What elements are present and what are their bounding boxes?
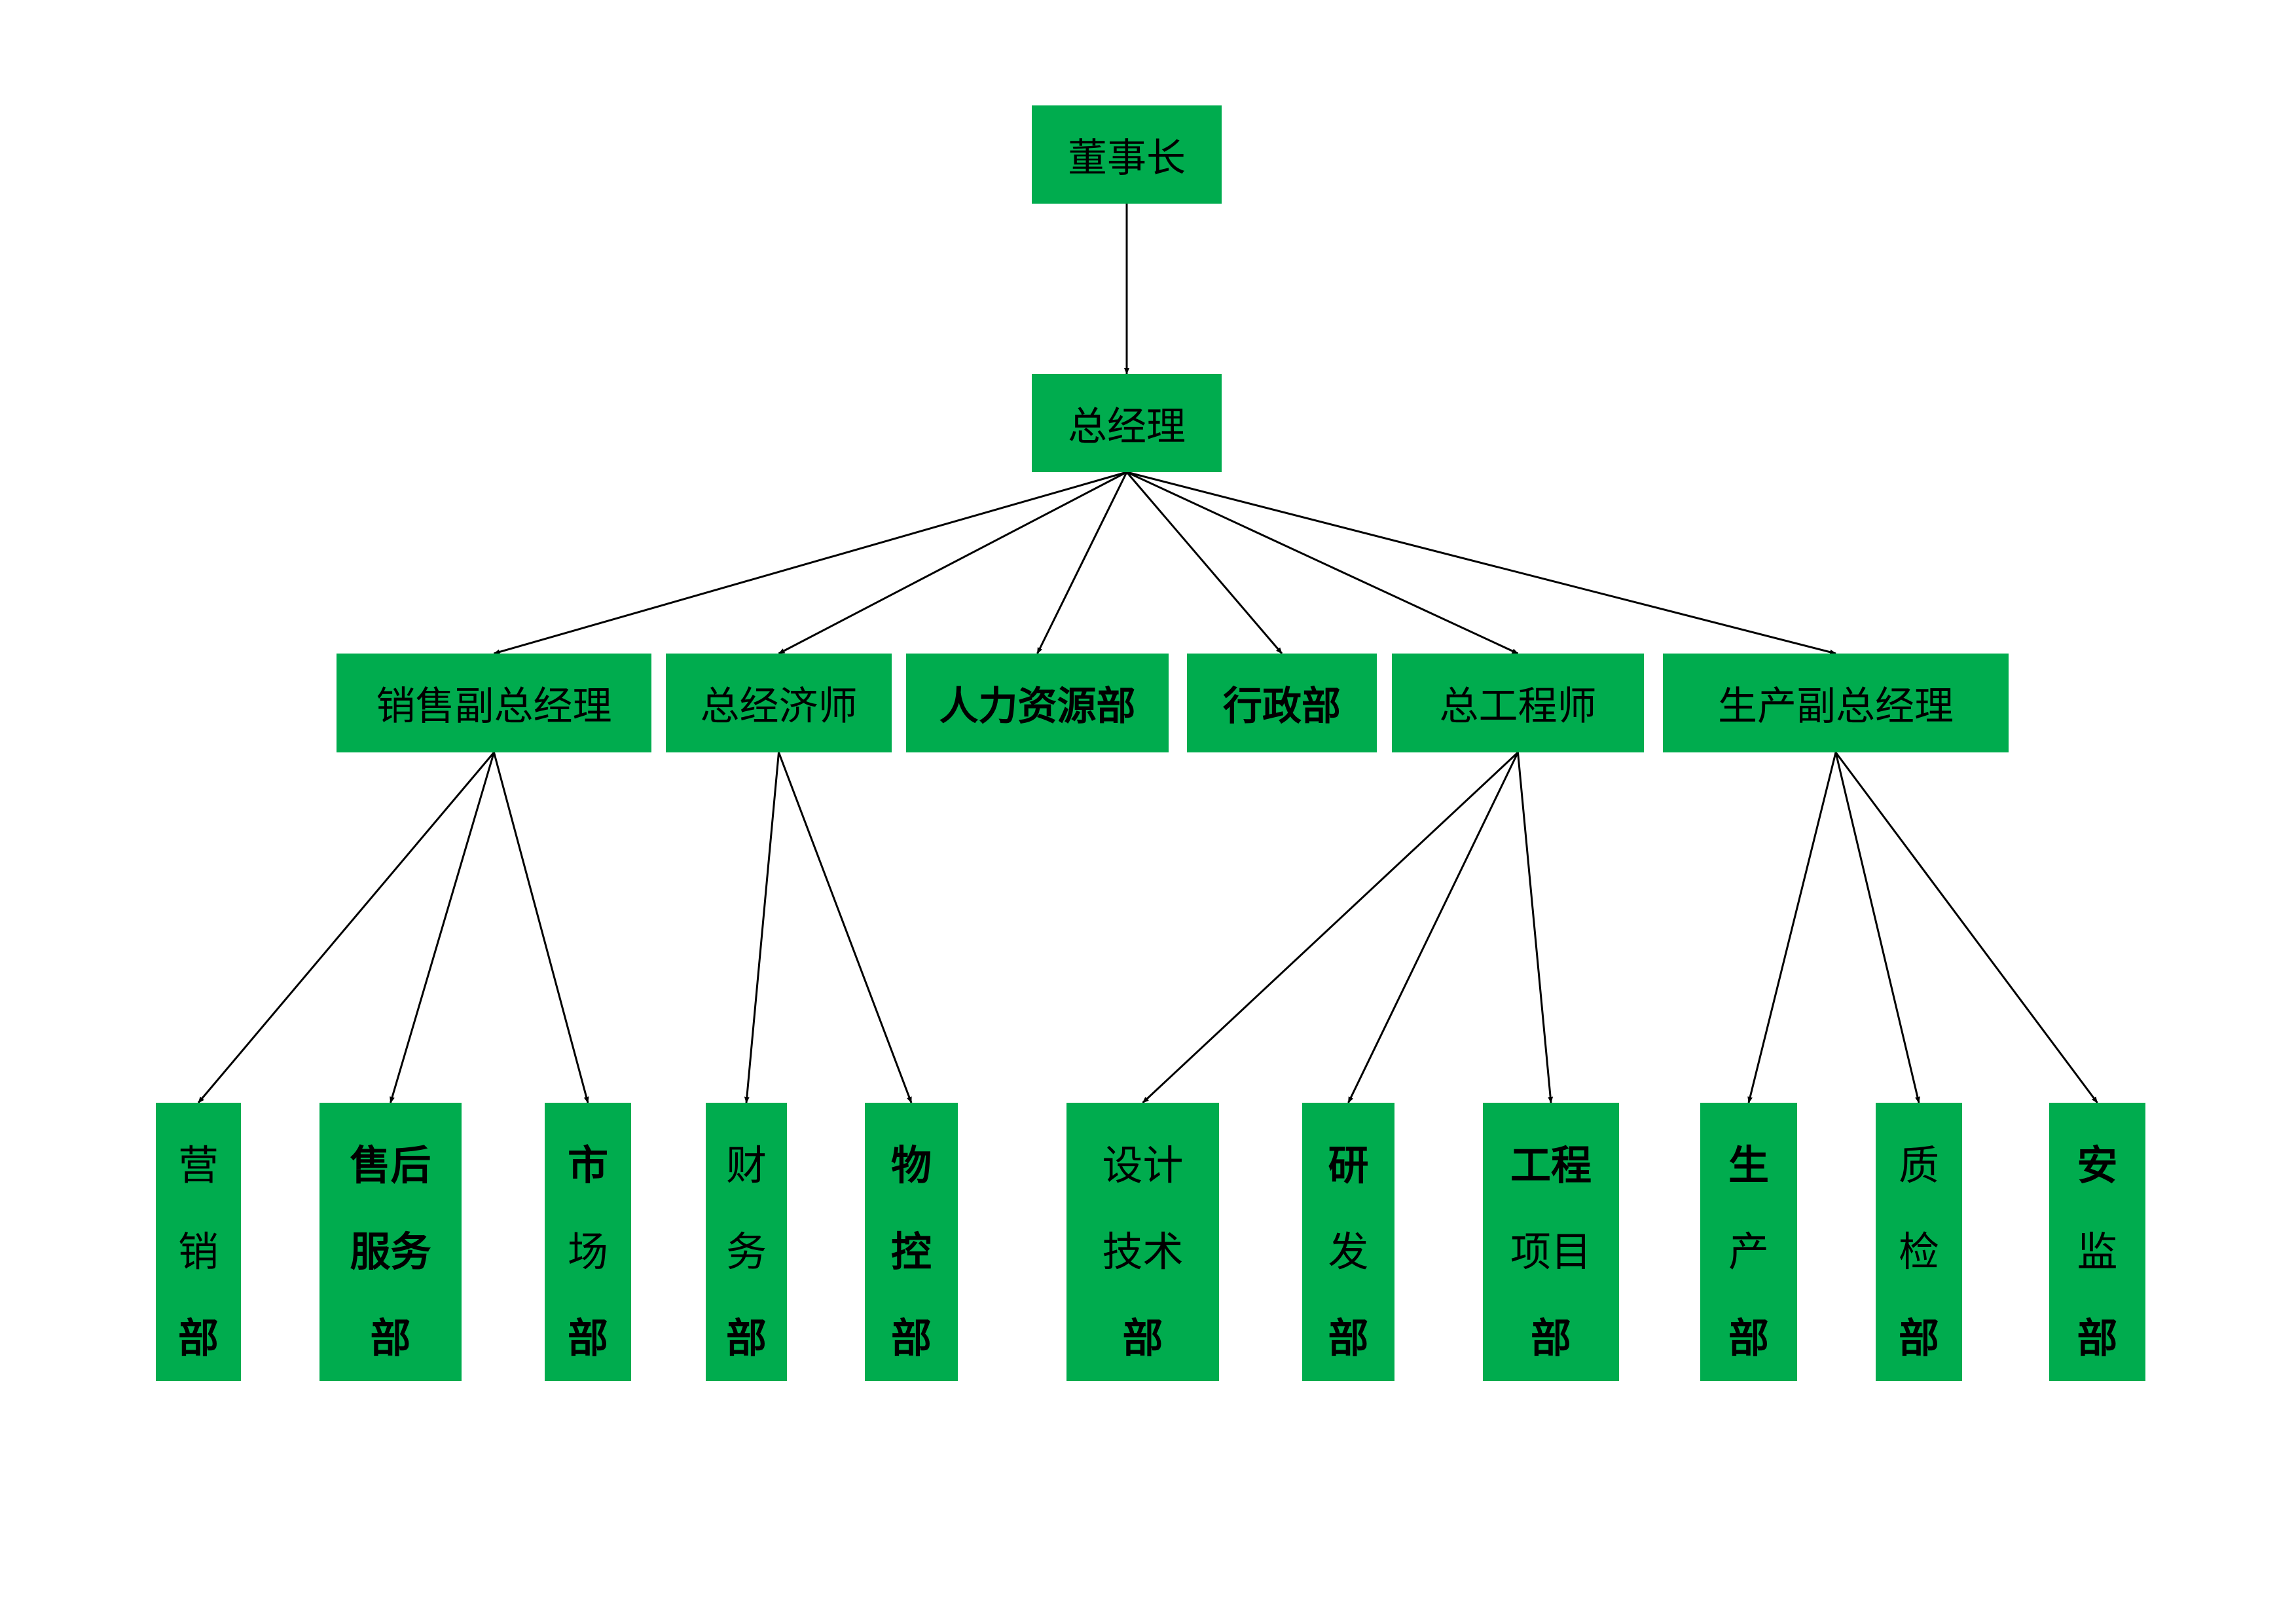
box-text-line: 市 (567, 1141, 608, 1189)
box-text-line: 设计 (1102, 1141, 1184, 1189)
hr-department-box: 人力资源部 (906, 654, 1169, 752)
box-text-line: 部 (1530, 1314, 1571, 1362)
finance-department-box: 财 务 部 (706, 1103, 787, 1381)
chairman-label: 董事长 (1068, 135, 1186, 181)
chief-engineer-box: 总工程师 (1392, 654, 1644, 752)
admin-department-box: 行政部 (1187, 654, 1377, 752)
hr-department-label: 人力资源部 (939, 684, 1136, 729)
general-manager-box: 总经理 (1032, 374, 1222, 472)
connector-arrow (1125, 471, 1283, 654)
connector-arrow (778, 471, 1127, 655)
chairman-box: 董事长 (1032, 105, 1222, 204)
box-text-line: 务 (725, 1228, 767, 1276)
chief-engineer-label: 总工程师 (1439, 684, 1597, 729)
box-text-line: 质 (1898, 1141, 1939, 1189)
box-text-line: 场 (567, 1228, 608, 1276)
connector-arrow (778, 752, 913, 1103)
box-text-line: 物 (890, 1141, 932, 1189)
connector-arrow (197, 752, 495, 1103)
box-text-line: 监 (2077, 1228, 2118, 1276)
production-department-box: 生 产 部 (1700, 1103, 1797, 1381)
connector-arrow (744, 752, 780, 1103)
material-control-department-box: 物 控 部 (865, 1103, 958, 1381)
box-text-line: 检 (1898, 1228, 1939, 1276)
engineering-projects-department-box: 工程 项目 部 (1483, 1103, 1619, 1381)
sales-vp-box: 销售副总经理 (337, 654, 651, 752)
rnd-department-box: 研 发 部 (1302, 1103, 1394, 1381)
connector-arrow (493, 752, 589, 1103)
box-text-line: 部 (890, 1314, 932, 1362)
box-text-line: 部 (1328, 1314, 1369, 1362)
connector-arrow (1747, 752, 1837, 1103)
connector-arrow (1347, 752, 1519, 1103)
box-text-line: 部 (177, 1314, 219, 1362)
connector-arrow (1126, 471, 1519, 655)
box-text-line: 技术 (1102, 1228, 1184, 1276)
connector-arrow (1517, 752, 1554, 1103)
box-text-line: 服务 (350, 1228, 431, 1276)
safety-supervision-department-box: 安 监 部 (2049, 1103, 2145, 1381)
connector-arrow (1036, 471, 1128, 654)
box-text-line: 部 (2077, 1314, 2118, 1362)
production-vp-label: 生产副总经理 (1718, 684, 1954, 729)
box-text-line: 销 (177, 1228, 219, 1276)
box-text-line: 部 (1898, 1314, 1939, 1362)
marketing-department-box: 营 销 部 (156, 1103, 241, 1381)
box-text-line: 安 (2077, 1141, 2118, 1189)
sales-vp-label: 销售副总经理 (376, 684, 612, 729)
chief-economist-label: 总经济师 (700, 684, 858, 729)
box-text-line: 研 (1328, 1141, 1369, 1189)
production-vp-box: 生产副总经理 (1663, 654, 2009, 752)
design-tech-department-box: 设计 技术 部 (1066, 1103, 1219, 1381)
connector-arrow (493, 471, 1127, 655)
box-text-line: 部 (567, 1314, 608, 1362)
box-text-line: 营 (177, 1141, 219, 1189)
box-text-line: 发 (1328, 1228, 1369, 1276)
box-text-line: 生 (1728, 1141, 1769, 1189)
box-text-line: 部 (1122, 1314, 1163, 1362)
connector-arrow (1142, 751, 1519, 1104)
admin-department-label: 行政部 (1223, 684, 1341, 729)
box-text-line: 部 (725, 1314, 767, 1362)
market-department-box: 市 场 部 (545, 1103, 631, 1381)
box-text-line: 工程 (1510, 1141, 1592, 1189)
connector-arrow (1126, 471, 1836, 655)
quality-inspection-department-box: 质 检 部 (1876, 1103, 1962, 1381)
connector-arrow (1834, 752, 2098, 1103)
box-text-line: 部 (1728, 1314, 1769, 1362)
box-text-line: 项目 (1510, 1228, 1592, 1276)
box-text-line: 产 (1728, 1228, 1769, 1276)
chief-economist-box: 总经济师 (666, 654, 892, 752)
box-text-line: 控 (890, 1228, 932, 1276)
connector-arrow (1834, 752, 1920, 1103)
box-text-line: 财 (725, 1141, 767, 1189)
general-manager-label: 总经理 (1068, 403, 1186, 450)
box-text-line: 售后 (350, 1141, 431, 1189)
connector-arrow (390, 752, 495, 1103)
after-sales-department-box: 售后 服务 部 (319, 1103, 462, 1381)
box-text-line: 部 (370, 1314, 411, 1362)
